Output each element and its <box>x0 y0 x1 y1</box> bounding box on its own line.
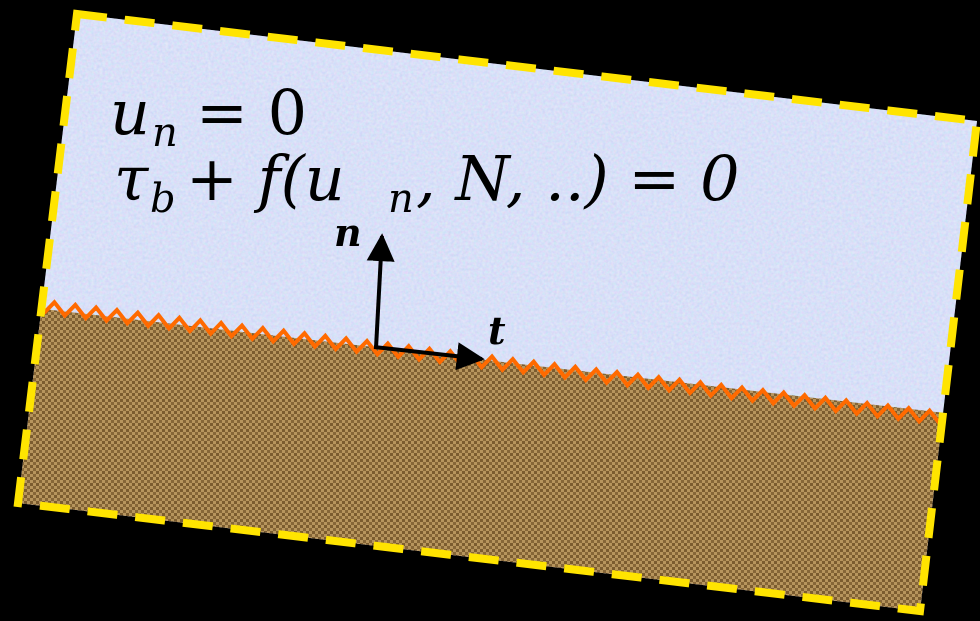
svg-text:b: b <box>150 176 176 222</box>
equation-no-penetration: u n = 0 <box>110 76 307 156</box>
domain-boundary <box>13 9 980 616</box>
svg-text:= 0: = 0 <box>196 76 307 149</box>
svg-text:n: n <box>388 176 414 222</box>
svg-text:+ f(u: + f(u <box>186 142 345 215</box>
svg-text:τ: τ <box>114 142 150 215</box>
equation-friction-law: τ b + f(u n , N, ..) = 0 <box>114 142 740 222</box>
normal-vector-label: n <box>334 210 362 255</box>
tangent-vector-arrow <box>373 342 485 371</box>
rough-interface-line <box>42 299 942 426</box>
svg-text:n: n <box>152 110 178 156</box>
normal-vector-arrow <box>366 233 395 349</box>
svg-text:u: u <box>110 76 150 149</box>
tangent-vector-label: t <box>488 308 506 353</box>
svg-text:, N, ..) = 0: , N, ..) = 0 <box>416 142 740 215</box>
